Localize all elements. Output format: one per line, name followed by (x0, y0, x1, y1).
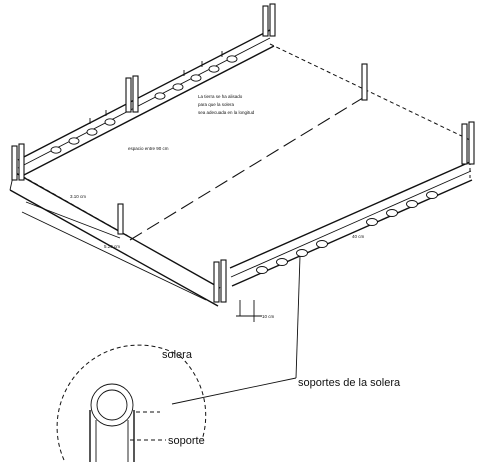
hole-icon (386, 209, 398, 217)
stake-post-icon (125, 75, 139, 113)
hole-icon (406, 200, 418, 208)
dim-d-label: 40 cm (352, 234, 365, 239)
hole-icon (226, 55, 238, 63)
hole-icon (208, 65, 220, 73)
solera-label: solera (162, 349, 193, 361)
pipe-inner-ring (96, 389, 128, 421)
left-pipe-holes (50, 55, 238, 154)
hole-icon (316, 240, 328, 248)
hole-icon (104, 118, 116, 126)
dim-c-label: 10 cm (262, 314, 275, 319)
stake-post-icon (117, 203, 124, 235)
stake-post-icon (262, 3, 276, 37)
hole-icon (276, 258, 288, 266)
hole-icon (426, 191, 438, 199)
detail-view (56, 344, 207, 462)
hole-spacing-label: espacio entre 90 cm (128, 146, 169, 151)
stake-post-icon (11, 143, 25, 181)
hole-icon (296, 249, 308, 257)
right-pipe-holes (256, 191, 438, 274)
hole-icon (50, 146, 62, 154)
note-line-1: La tierra se ha alisado (198, 94, 243, 99)
dim-a-label: 3.10 cm (70, 194, 86, 199)
stake-post-icon (361, 63, 368, 101)
dimension-lines (21, 201, 262, 322)
hole-icon (366, 218, 378, 226)
callout-leaders (171, 255, 301, 405)
center-dashed-line (129, 95, 367, 241)
right-solera-pipe (229, 161, 473, 287)
note-line-2: para que la solera (198, 102, 235, 107)
posts (11, 3, 475, 303)
soportes-label: soportes de la solera (298, 377, 401, 389)
inner-dash-left (21, 175, 129, 237)
stake-post-icon (213, 259, 227, 303)
hole-icon (68, 137, 80, 145)
pipe-outer-ring (90, 383, 134, 427)
dim-b-label: 5.20 cm (104, 244, 120, 249)
stake-post-icon (461, 121, 475, 165)
hole-icon (190, 74, 202, 82)
hole-icon (86, 128, 98, 136)
hole-icon (172, 83, 184, 91)
bed-outline (9, 43, 471, 307)
hole-icon (154, 92, 166, 100)
soporte-label: soporte (168, 435, 205, 447)
hole-icon (256, 266, 268, 274)
left-solera-pipe (17, 29, 275, 177)
note-line-3: sea adecuada en la longitud (198, 110, 255, 115)
